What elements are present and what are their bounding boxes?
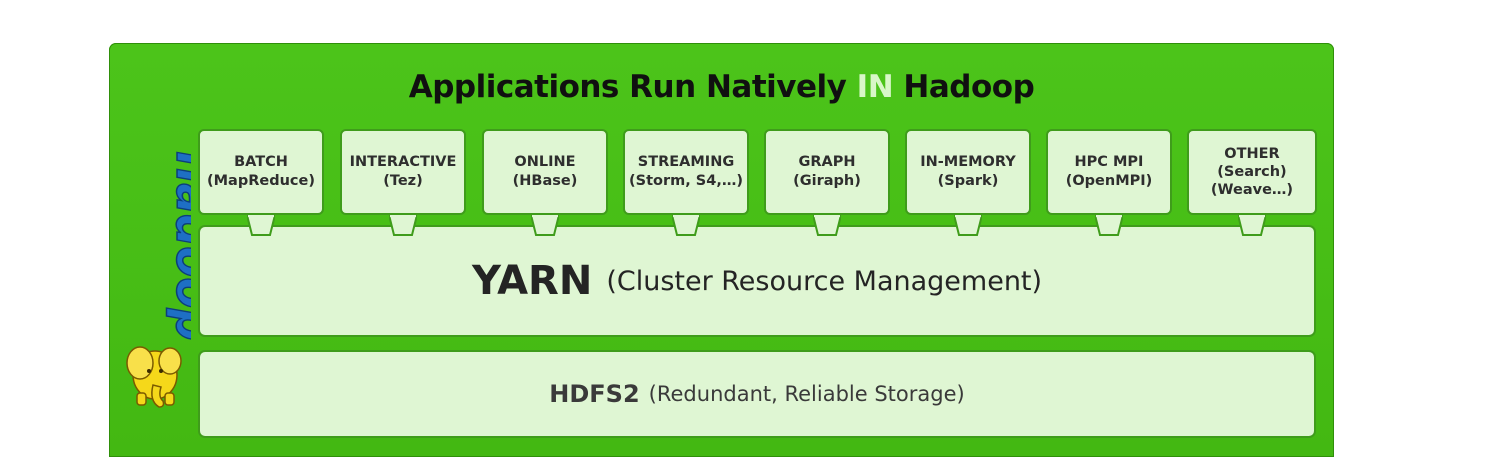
app-name: BATCH <box>234 154 288 170</box>
app-box-in-memory: IN-MEMORY (Spark) <box>905 129 1031 215</box>
app-name: STREAMING <box>637 154 735 170</box>
connector-tab <box>247 215 275 236</box>
title-suffix: Hadoop <box>893 69 1035 105</box>
app-name: IN-MEMORY <box>920 154 1016 170</box>
app-box-other: OTHER (Search) (Weave…) <box>1187 129 1317 215</box>
connector-tab <box>954 215 982 236</box>
yarn-layer: YARN (Cluster Resource Management) <box>198 225 1316 337</box>
connector-tab <box>1238 215 1266 236</box>
app-box-hpc-mpi: HPC MPI (OpenMPI) <box>1046 129 1172 215</box>
connector-tab <box>672 215 700 236</box>
app-name: ONLINE <box>514 154 576 170</box>
hadoop-stack-panel: Applications Run Natively IN Hadoop BATC… <box>109 43 1334 457</box>
title-prefix: Applications Run Natively <box>408 69 857 105</box>
app-box-graph: GRAPH (Giraph) <box>764 129 890 215</box>
app-name: GRAPH <box>798 154 856 170</box>
diagram-title: Applications Run Natively IN Hadoop <box>109 69 1334 105</box>
app-name: HPC MPI <box>1074 154 1144 170</box>
logo-text: hadoop <box>165 151 191 341</box>
app-detail: (Giraph) <box>793 173 861 189</box>
app-detail: (OpenMPI) <box>1065 173 1153 189</box>
connector-tab <box>813 215 841 236</box>
yarn-name: YARN <box>471 258 593 304</box>
app-detail: (Storm, S4,…) <box>629 173 743 189</box>
hdfs-description: (Redundant, Reliable Storage) <box>648 382 965 406</box>
app-detail: (Search) <box>1217 164 1287 180</box>
app-name: OTHER <box>1224 146 1280 162</box>
title-highlight: IN <box>856 69 894 105</box>
elephant-icon <box>126 346 182 408</box>
app-detail: (MapReduce) <box>207 173 315 189</box>
app-detail: (Tez) <box>383 173 423 189</box>
hadoop-logo: hadoop <box>126 151 191 408</box>
app-detail: (Spark) <box>937 173 999 189</box>
connector-tab <box>1095 215 1123 236</box>
connector-tab <box>389 215 417 236</box>
app-box-streaming: STREAMING (Storm, S4,…) <box>623 129 749 215</box>
app-detail-extra: (Weave…) <box>1210 182 1294 198</box>
app-name: INTERACTIVE <box>349 154 457 170</box>
app-box-online: ONLINE (HBase) <box>482 129 608 215</box>
hdfs-name: HDFS2 <box>549 380 640 408</box>
hdfs-layer: HDFS2 (Redundant, Reliable Storage) <box>198 350 1316 438</box>
connector-tab <box>531 215 559 236</box>
app-detail: (HBase) <box>512 173 578 189</box>
app-box-interactive: INTERACTIVE (Tez) <box>340 129 466 215</box>
hadoop-wordmark: hadoop <box>164 151 191 342</box>
yarn-description: (Cluster Resource Management) <box>606 265 1043 297</box>
app-box-batch: BATCH (MapReduce) <box>198 129 324 215</box>
